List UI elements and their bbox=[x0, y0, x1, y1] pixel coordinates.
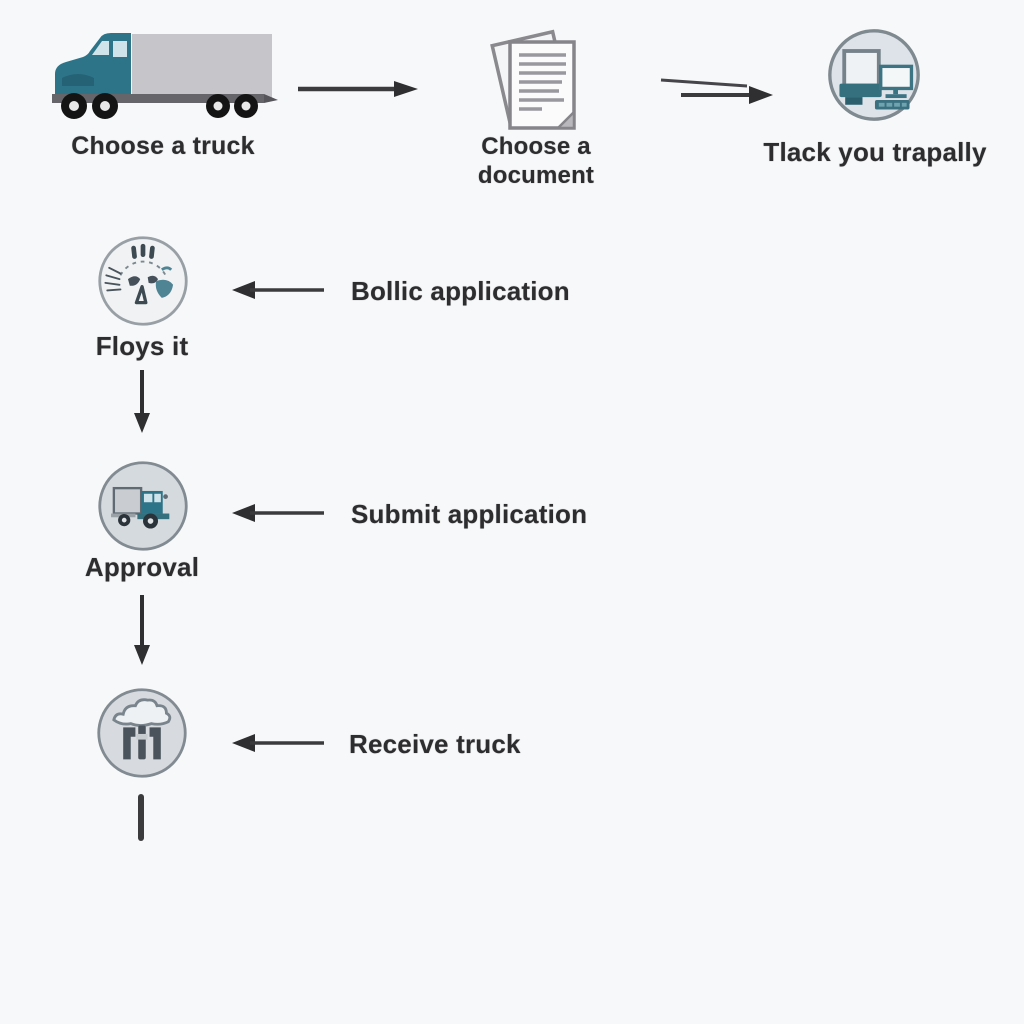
document-text-lines bbox=[519, 53, 566, 111]
gauge-rays bbox=[104, 266, 122, 292]
arrow-right-2 bbox=[660, 78, 773, 104]
submit-application-label: Submit application bbox=[351, 499, 588, 529]
arrow-left-submit bbox=[232, 504, 324, 522]
arrow-left-bollic bbox=[232, 281, 324, 299]
handle-bars bbox=[123, 725, 161, 760]
gauge-ticks bbox=[131, 243, 155, 259]
receive-truck-label: Receive truck bbox=[349, 729, 521, 759]
approval-label: Approval bbox=[84, 552, 200, 582]
documents-icon bbox=[490, 29, 576, 130]
gauge-circle-icon bbox=[98, 236, 188, 326]
truck-wheels bbox=[61, 93, 258, 119]
track-label: Tlack you trapally bbox=[763, 137, 987, 167]
arrow-down-2 bbox=[134, 595, 150, 665]
keyboard-keys bbox=[878, 102, 907, 107]
floys-it-label: Floys it bbox=[95, 331, 189, 361]
arrow-left-receive bbox=[232, 734, 324, 752]
arrow-down-1 bbox=[134, 370, 150, 433]
choose-truck-label: Choose a truck bbox=[71, 132, 255, 160]
truck-icon bbox=[52, 33, 278, 119]
cloud-shape bbox=[112, 698, 172, 727]
choose-document-label: Choose a document bbox=[477, 133, 595, 189]
handshake-circle-icon bbox=[97, 688, 187, 778]
truck-circle-icon bbox=[98, 461, 188, 551]
connector-stub bbox=[138, 794, 144, 841]
bollic-application-label: Bollic application bbox=[351, 276, 570, 306]
computers-circle-icon bbox=[828, 29, 920, 121]
arrow-right-1 bbox=[298, 81, 418, 97]
